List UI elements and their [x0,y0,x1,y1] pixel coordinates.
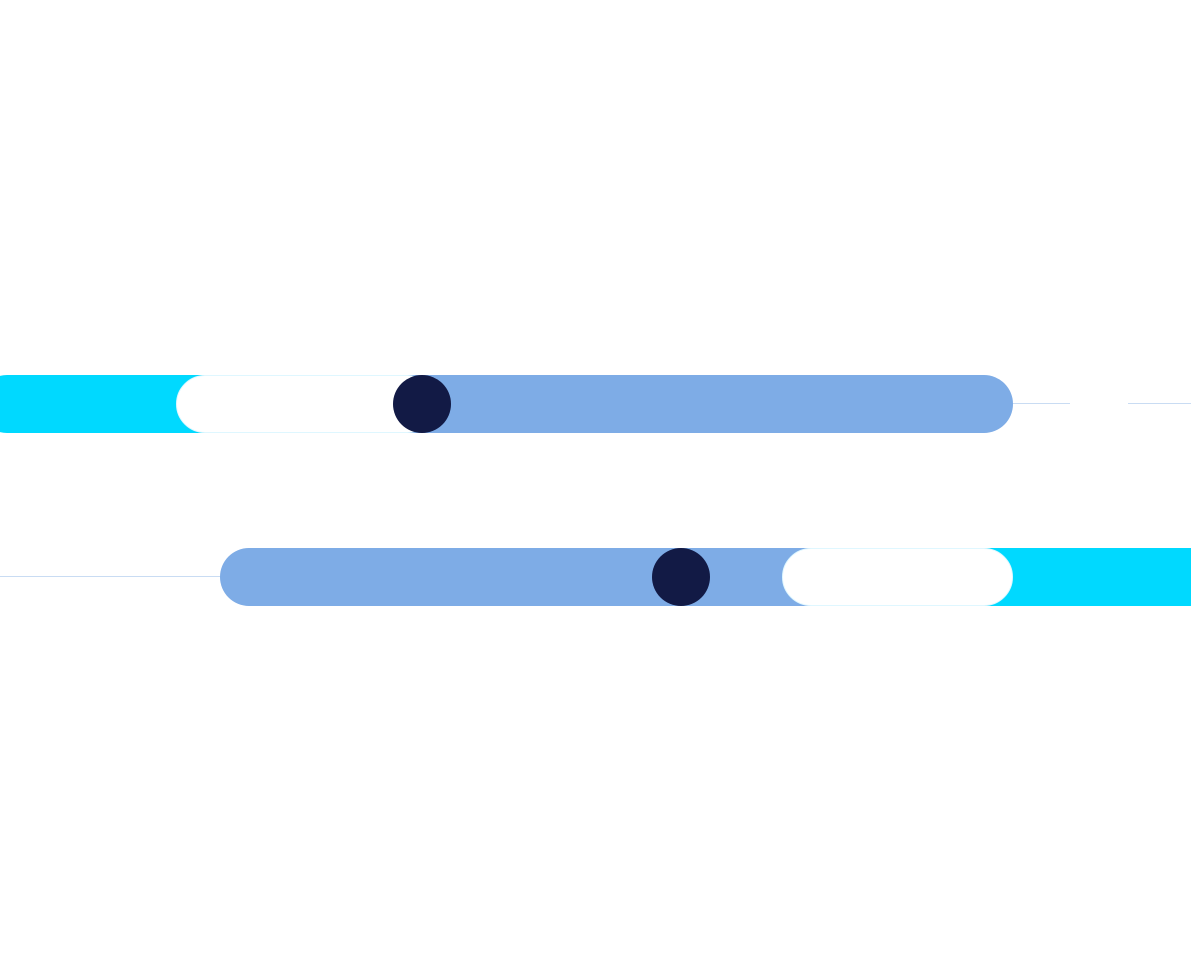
bottom-connector-line-left [0,576,230,577]
top-slider-knob [393,375,451,433]
top-connector-line-right-2 [1128,403,1191,404]
top-blue-track [380,375,1013,433]
bottom-slider-knob [652,548,710,606]
bottom-white-track [782,548,1013,606]
bottom-blue-track [220,548,860,606]
top-connector-line-right-1 [1010,403,1070,404]
